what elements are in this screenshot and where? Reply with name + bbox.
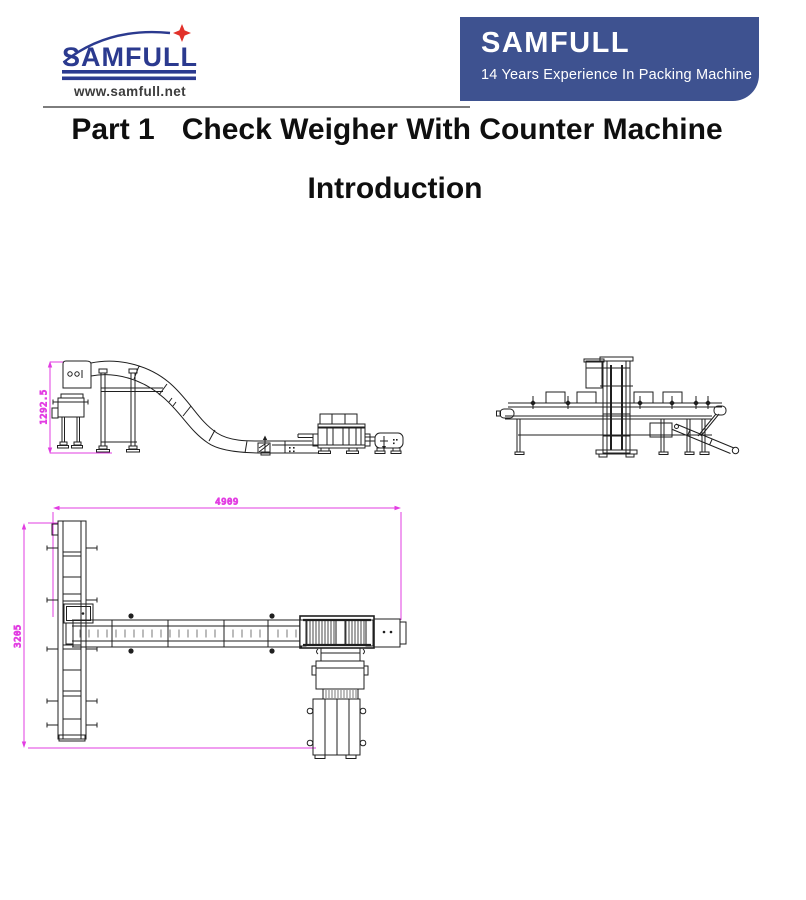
drawing-top-view: 4909 3205 — [13, 497, 407, 759]
dimension-length: 4909 — [52, 497, 402, 620]
part-label: Part 1 — [71, 113, 155, 146]
banner-tagline: 14 Years Experience In Packing Machine — [481, 67, 753, 83]
height-dimension-label: 1292.5 — [40, 389, 50, 425]
logo-underline-bar — [62, 76, 196, 81]
logo-swoosh-icon — [63, 30, 171, 63]
drawing-side-view-infeed: 1292.5 — [39, 360, 404, 456]
logo-website: www.samfull.net — [74, 84, 187, 99]
reject-unit-outline — [365, 432, 404, 454]
detector-head-outline — [62, 360, 92, 389]
dimension-width: 3205 — [13, 522, 316, 749]
machine-frame-outline — [505, 415, 712, 455]
drawing-side-view-counter — [496, 356, 740, 458]
width-dimension-label: 3205 — [14, 624, 24, 648]
infeed-stand-outline — [51, 393, 89, 449]
page-title: Part 1 Check Weigher With Counter Machine — [0, 113, 800, 147]
horizontal-conveyor-top-outline — [65, 613, 302, 654]
check-weigher-top-outline — [299, 615, 407, 649]
conveyor-belt-outline — [496, 391, 727, 419]
length-dimension-label: 4909 — [215, 498, 239, 508]
check-weigher-side-outline — [297, 413, 371, 454]
samfull-logo-graphic: SAMFULL — [62, 24, 198, 81]
vertical-conveyor-top-outline — [46, 520, 98, 742]
counting-tower-outline — [583, 356, 638, 458]
logo-star-icon — [173, 24, 191, 42]
discharge-slide-outline — [672, 413, 740, 455]
logo-brand-text: SAMFULL — [62, 42, 198, 72]
transfer-belt-outline — [257, 435, 318, 456]
samfull-logo: SAMFULL www.samfull.net — [58, 20, 238, 99]
title-heading: Check Weigher With Counter Machine — [181, 113, 723, 146]
header-banner: SAMFULL 14 Years Experience In Packing M… — [460, 17, 759, 101]
junction-box-outline — [63, 603, 94, 624]
page-subtitle: Introduction — [307, 172, 483, 205]
reject-station-top-outline — [306, 647, 369, 759]
support-frame-outline — [96, 368, 163, 453]
logo-underline-bar — [62, 70, 196, 74]
curved-chute-outline — [90, 360, 312, 454]
dimension-height: 1292.5 — [39, 361, 112, 454]
banner-brand-text: SAMFULL — [481, 27, 631, 59]
header-divider — [43, 106, 470, 109]
